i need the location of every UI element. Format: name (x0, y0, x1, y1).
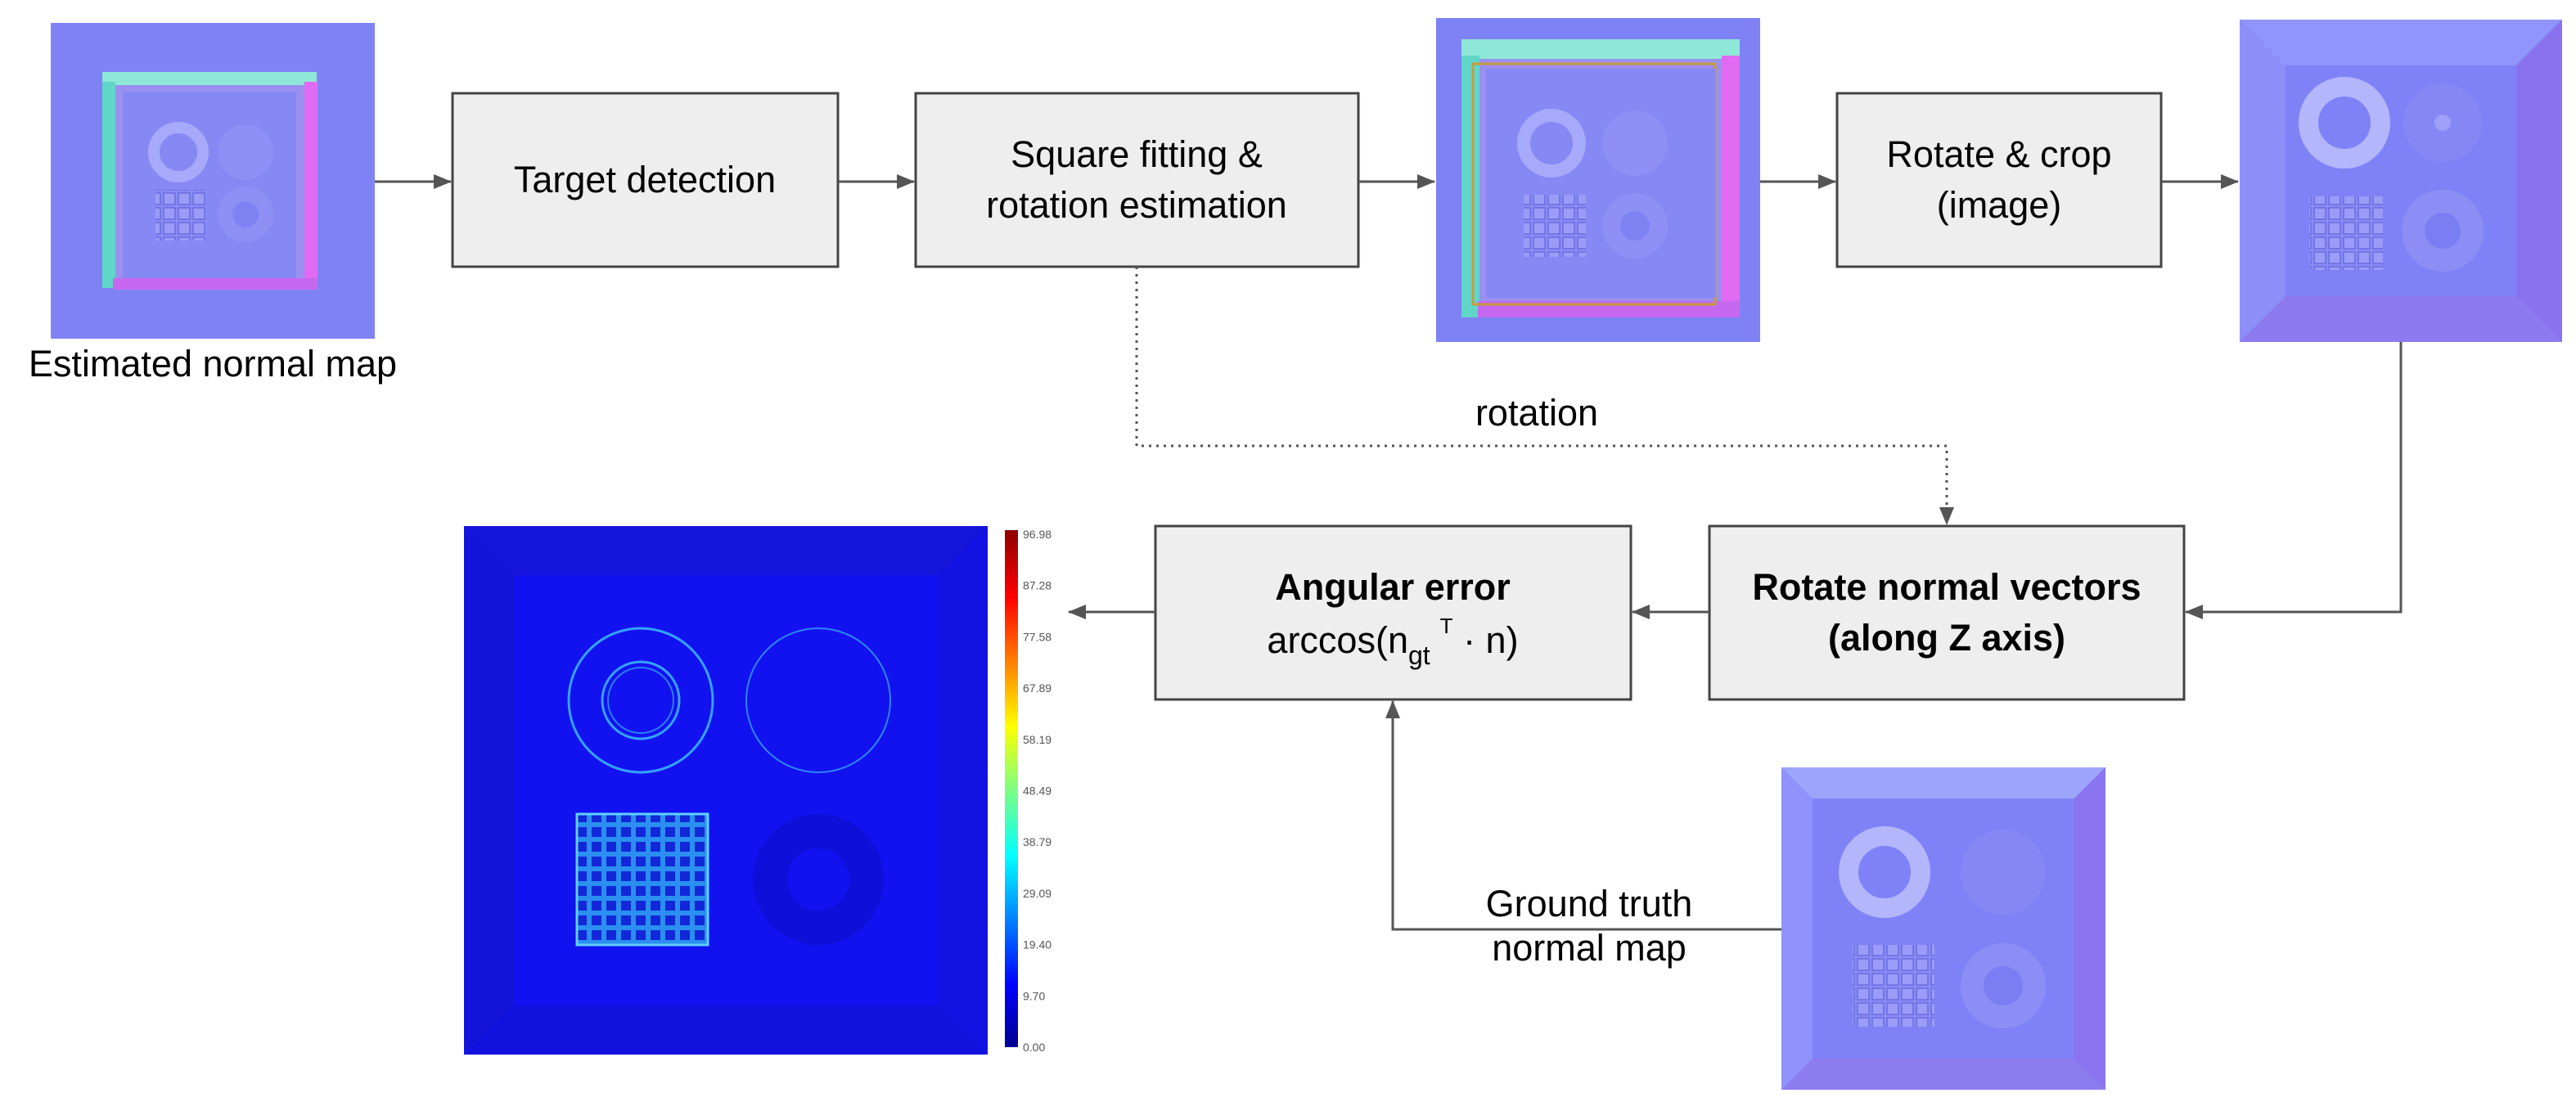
angular-error-map-image (464, 526, 988, 1055)
angular-error-box: Angular error arccos(ngtT · n) (1154, 524, 1633, 701)
colorbar-tick-label: 9.70 (1023, 989, 1045, 1002)
target-detection-box: Target detection (451, 92, 840, 268)
colorbar-ticks: 96.98 87.28 77.58 67.89 58.19 48.49 38.79 29.09… (1023, 528, 1052, 1054)
ground-truth-caption-line2: normal map (1492, 927, 1687, 969)
estimated-normal-map-image (51, 23, 375, 339)
rotate-normals-label-line1: Rotate normal vectors (1752, 566, 2141, 608)
colorbar-tick-label: 48.49 (1023, 785, 1052, 798)
colorbar-tick-label: 87.28 (1023, 579, 1052, 592)
estimated-normal-map-caption: Estimated normal map (29, 343, 397, 385)
colorbar-tick-label: 29.09 (1023, 887, 1052, 900)
square-fitting-label-line1: Square fitting & (1011, 133, 1263, 175)
colorbar-tick-label: 38.79 (1023, 835, 1052, 848)
arrow-ground-truth-to-angular-error (1385, 700, 1781, 931)
rotation-label: rotation (1475, 392, 1598, 434)
colorbar-tick-label: 58.19 (1023, 733, 1052, 746)
target-detection-label: Target detection (514, 159, 776, 200)
error-colorbar: 96.98 87.28 77.58 67.89 58.19 48.49 38.79 29.09… (1005, 528, 1052, 1054)
colorbar-tick-label: 96.98 (1023, 528, 1052, 541)
rotate-crop-box: Rotate & crop (image) (1835, 92, 2163, 268)
rotate-crop-label-line1: Rotate & crop (1886, 133, 2111, 175)
colorbar-tick-label: 67.89 (1023, 681, 1052, 695)
dotted-rotation-arrow (1135, 267, 1954, 525)
arrow-cropped-image-to-rotate-normals (2185, 342, 2403, 619)
square-fitting-label-line2: rotation estimation (986, 184, 1287, 226)
angular-error-formula: arccos(ngtT · n) (1267, 614, 1518, 670)
ground-truth-caption-line1: Ground truth (1486, 883, 1693, 924)
angular-error-label: Angular error (1275, 566, 1511, 608)
colorbar-tick-label: 0.00 (1023, 1041, 1045, 1054)
ground-truth-normal-map-image (1781, 767, 2105, 1090)
cropped-normal-map-image (2240, 20, 2562, 342)
rotate-normals-box: Rotate normal vectors (along Z axis) (1708, 524, 2186, 701)
fitted-square-image (1436, 18, 1760, 342)
rotate-normals-label-line2: (along Z axis) (1828, 617, 2065, 659)
rotate-crop-label-line2: (image) (1937, 184, 2062, 226)
colorbar-tick-label: 19.40 (1023, 938, 1052, 951)
square-fitting-box: Square fitting & rotation estimation (914, 92, 1360, 268)
colorbar-tick-label: 77.58 (1023, 630, 1052, 643)
